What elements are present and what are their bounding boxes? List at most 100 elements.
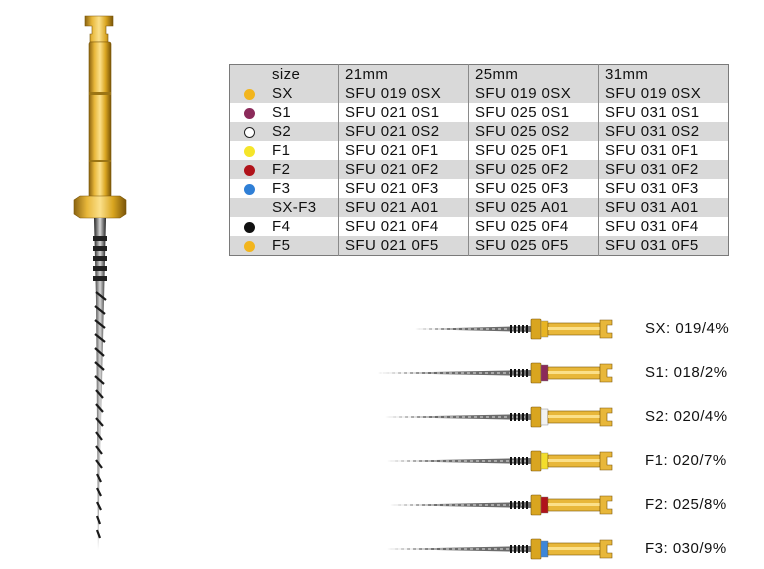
code-21mm: SFU 021 0S1 — [338, 103, 469, 122]
size-cell: F1 — [268, 141, 339, 160]
code-25mm: SFU 025 0S2 — [468, 122, 599, 141]
file-variant-graphic — [415, 318, 613, 340]
color-dot-cell — [229, 103, 268, 122]
color-ring — [540, 364, 549, 382]
color-ring — [540, 540, 549, 558]
table-header-cell: 21mm — [338, 64, 469, 84]
latch — [599, 363, 613, 383]
code-31mm: SFU 031 0F5 — [598, 236, 729, 256]
code-25mm: SFU 025 0S1 — [468, 103, 599, 122]
color-dot-icon — [243, 88, 255, 100]
table-header-cell: 25mm — [468, 64, 599, 84]
color-dot-cell — [229, 236, 268, 256]
code-25mm: SFU 025 0F1 — [468, 141, 599, 160]
color-dot-icon — [243, 164, 255, 176]
code-21mm: SFU 019 0SX — [338, 84, 469, 103]
color-dot-cell — [229, 122, 268, 141]
file-variant-label: S1: 018/2% — [645, 364, 728, 381]
file-variant-label: S2: 020/4% — [645, 408, 728, 425]
file-variant: S2: 020/4% — [360, 397, 760, 437]
code-31mm: SFU 031 0S1 — [598, 103, 729, 122]
handle-collar — [73, 195, 127, 219]
size-cell: SX-F3 — [268, 198, 339, 217]
collar — [530, 362, 542, 384]
size-cell: S2 — [268, 122, 339, 141]
file-variant: S1: 018/2% — [360, 353, 760, 393]
size-cell: F2 — [268, 160, 339, 179]
file-variant-graphic — [378, 362, 613, 384]
code-31mm: SFU 031 A01 — [598, 198, 729, 217]
code-31mm: SFU 031 0S2 — [598, 122, 729, 141]
color-dot-icon — [243, 221, 255, 233]
collar — [530, 406, 542, 428]
file-variant-graphic — [387, 538, 613, 560]
code-31mm: SFU 031 0F1 — [598, 141, 729, 160]
collar — [530, 318, 542, 340]
file-variant-label: SX: 019/4% — [645, 320, 730, 337]
collar — [530, 450, 542, 472]
file-variant: F3: 030/9% — [360, 529, 760, 569]
color-dot-cell — [229, 160, 268, 179]
latch — [599, 495, 613, 515]
handle-body — [88, 41, 112, 199]
file-variant: F2: 025/8% — [360, 485, 760, 525]
collar — [530, 494, 542, 516]
file-variant: SX: 019/4% — [360, 309, 760, 349]
code-25mm: SFU 025 0F4 — [468, 217, 599, 236]
file-variant-graphic — [390, 494, 613, 516]
table-header-cell: 31mm — [598, 64, 729, 84]
table-header-cell — [229, 64, 268, 84]
size-cell: F4 — [268, 217, 339, 236]
table-header-cell: size — [268, 64, 339, 84]
latch — [599, 539, 613, 559]
size-cell: S1 — [268, 103, 339, 122]
latch — [599, 407, 613, 427]
size-cell: F3 — [268, 179, 339, 198]
file-shaft — [94, 218, 106, 550]
size-cell: F5 — [268, 236, 339, 256]
file-variant-label: F1: 020/7% — [645, 452, 727, 469]
color-dot-cell — [229, 141, 268, 160]
color-dot-icon — [243, 145, 255, 157]
code-21mm: SFU 021 0F2 — [338, 160, 469, 179]
file-variant-label: F3: 030/9% — [645, 540, 727, 557]
shaft — [415, 326, 532, 332]
color-ring — [540, 320, 549, 338]
color-dot-icon — [243, 107, 255, 119]
code-25mm: SFU 025 0F2 — [468, 160, 599, 179]
file-flutes — [94, 291, 107, 539]
code-21mm: SFU 021 0F3 — [338, 179, 469, 198]
color-dot-icon — [243, 183, 255, 195]
color-ring — [540, 452, 549, 470]
code-25mm: SFU 025 A01 — [468, 198, 599, 217]
code-21mm: SFU 021 0F4 — [338, 217, 469, 236]
large-file-illustration — [73, 15, 127, 550]
code-31mm: SFU 031 0F3 — [598, 179, 729, 198]
color-dot-cell — [229, 84, 268, 103]
code-25mm: SFU 025 0F3 — [468, 179, 599, 198]
code-31mm: SFU 031 0F2 — [598, 160, 729, 179]
latch — [599, 451, 613, 471]
color-ring — [540, 408, 549, 426]
color-ring — [540, 496, 549, 514]
code-31mm: SFU 019 0SX — [598, 84, 729, 103]
color-dot-cell — [229, 179, 268, 198]
code-21mm: SFU 021 0F1 — [338, 141, 469, 160]
color-dot-cell — [229, 217, 268, 236]
code-21mm: SFU 021 A01 — [338, 198, 469, 217]
handle-latch — [84, 15, 114, 43]
code-25mm: SFU 025 0F5 — [468, 236, 599, 256]
code-31mm: SFU 031 0F4 — [598, 217, 729, 236]
file-variant-label: F2: 025/8% — [645, 496, 727, 513]
size-cell: SX — [268, 84, 339, 103]
